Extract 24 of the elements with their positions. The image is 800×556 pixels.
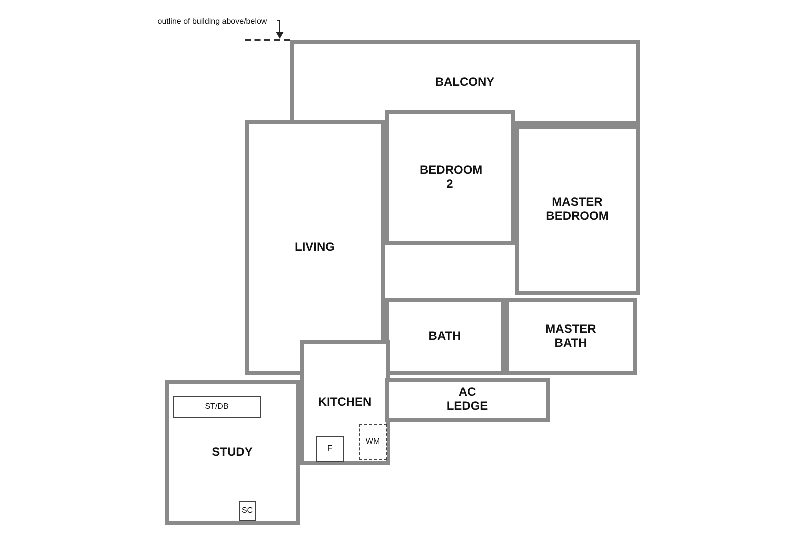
room-outline (290, 40, 640, 125)
leader-line (276, 20, 284, 39)
room-label: BALCONY (435, 76, 495, 90)
room-outline (505, 298, 637, 375)
room-label: STUDY (212, 446, 253, 460)
room-label: MASTER BEDROOM (545, 196, 610, 224)
room-label: F (328, 444, 332, 454)
room-outline (385, 378, 550, 422)
room-label: BEDROOM 2 (420, 164, 480, 192)
room-label: BATH (428, 330, 462, 344)
note-text: outline of building above/below (150, 14, 275, 28)
room-label: ST/DB (205, 402, 229, 412)
appliance-outline (359, 424, 387, 460)
fixture-outline (173, 396, 261, 418)
room-outline (165, 380, 300, 525)
room-label: SC (242, 506, 254, 516)
fixture-outline (239, 501, 256, 521)
fixture-outline (316, 436, 344, 462)
room-label: WM (366, 437, 380, 447)
room-label: MASTER BATH (544, 322, 598, 350)
room-label: AC LEDGE (446, 386, 490, 414)
room-label: LIVING (294, 240, 335, 254)
room-outline (300, 340, 390, 465)
room-label: KITCHEN (318, 396, 372, 410)
